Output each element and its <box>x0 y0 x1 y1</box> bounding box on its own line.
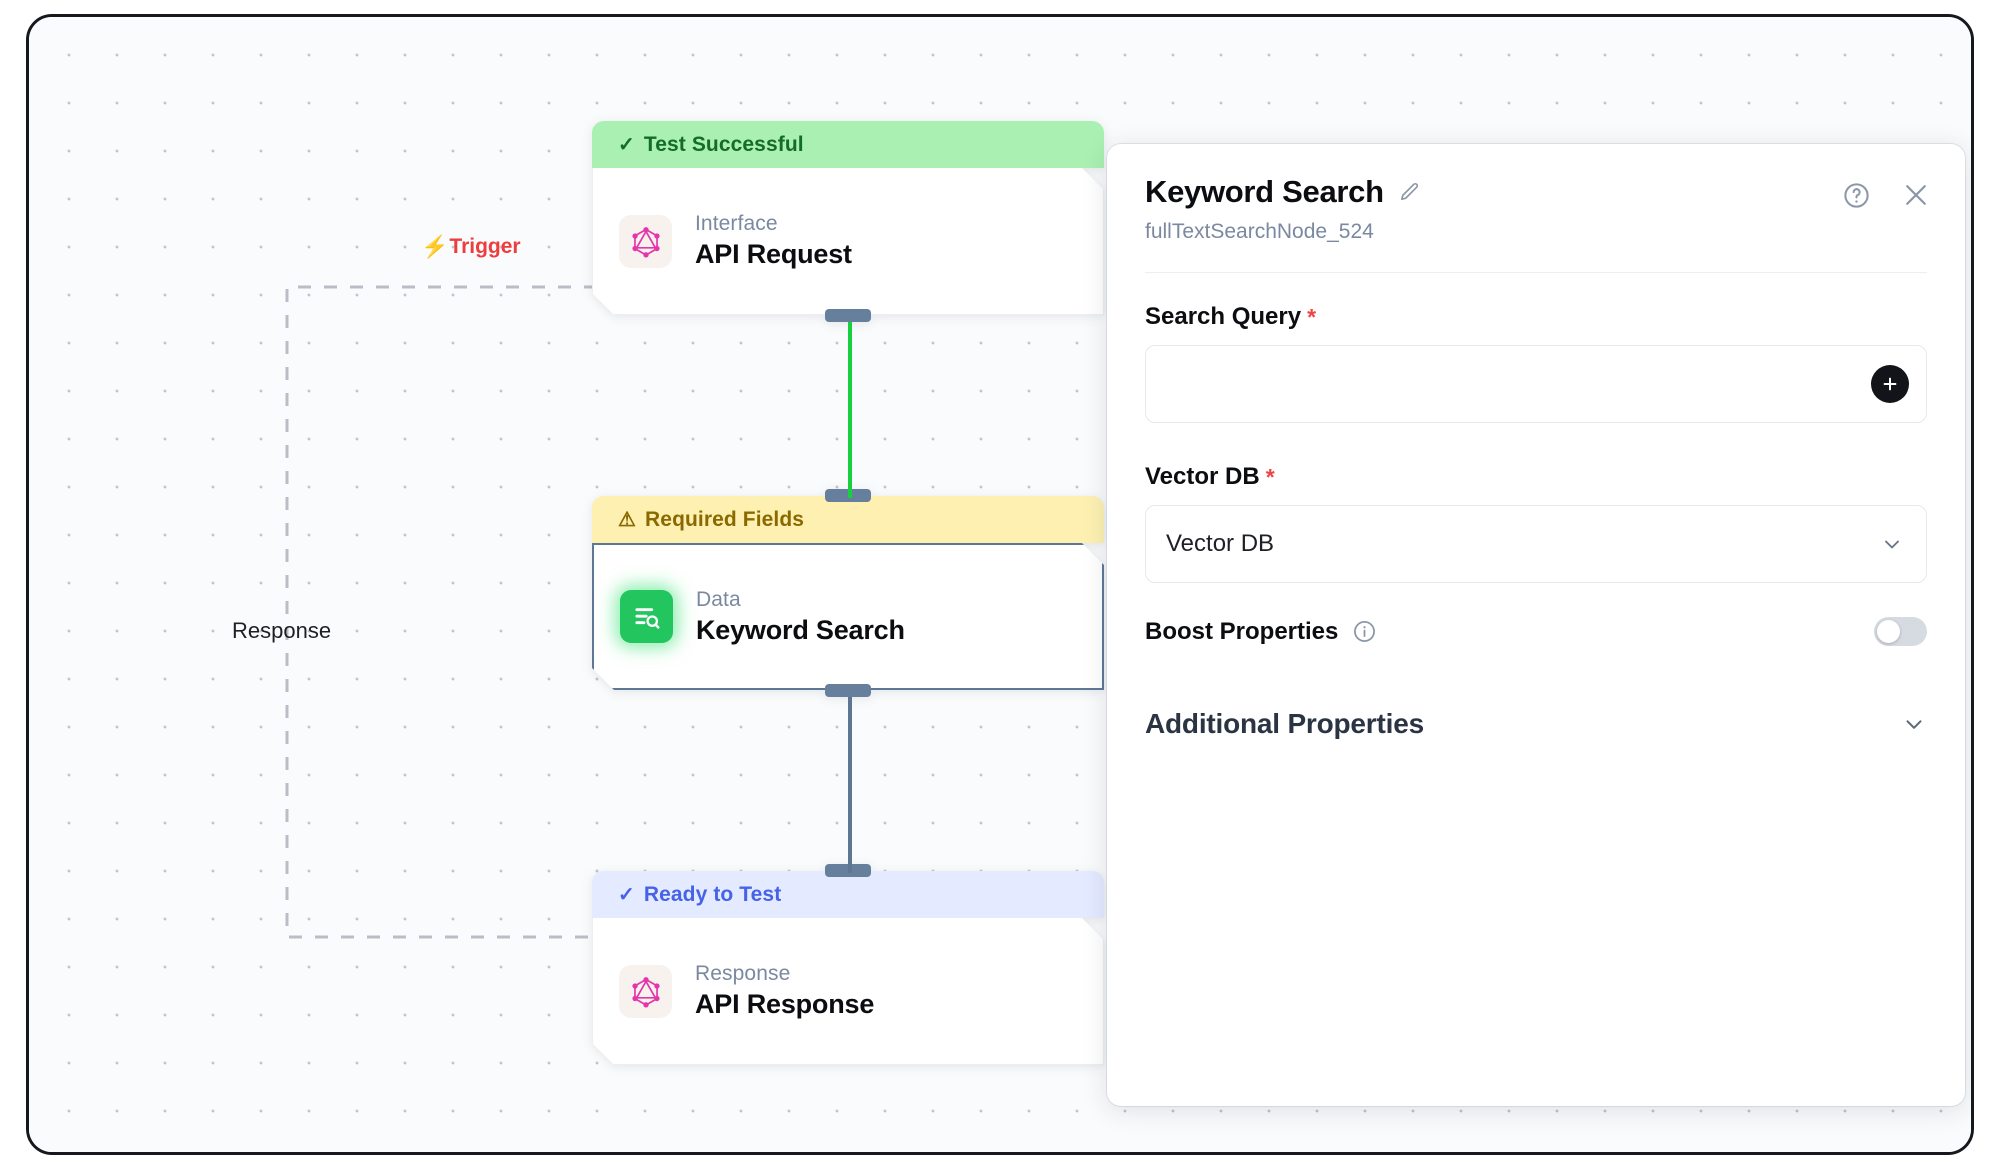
panel-header: Keyword Search fullTextSearchNode_524 <box>1107 144 1965 244</box>
vector-db-select[interactable]: Vector DB <box>1145 505 1927 583</box>
panel-title: Keyword Search <box>1145 174 1384 209</box>
additional-properties-section[interactable]: Additional Properties <box>1145 708 1927 740</box>
node-kind: Response <box>695 962 791 985</box>
boost-properties-row: Boost Properties <box>1145 617 1927 646</box>
node-status-text: Ready to Test <box>643 882 782 906</box>
chevron-down-icon[interactable] <box>1880 532 1904 556</box>
node-body[interactable]: Response API Response <box>592 918 1104 1065</box>
search-query-label: Search Query * <box>1145 303 1317 330</box>
response-label: Response <box>232 618 332 643</box>
search-query-field[interactable] <box>1145 345 1927 423</box>
data-search-icon <box>620 590 673 643</box>
boost-properties-label: Boost Properties <box>1145 618 1377 646</box>
node-status-text: Test Successful <box>643 132 804 156</box>
additional-properties-title: Additional Properties <box>1145 708 1424 739</box>
chevron-down-icon[interactable] <box>1901 711 1927 737</box>
search-query-input[interactable] <box>1146 346 1926 422</box>
pencil-icon[interactable] <box>1398 181 1421 204</box>
bolt-icon: ⚡ <box>421 234 449 259</box>
panel-divider <box>1145 272 1927 273</box>
node-body[interactable]: Interface API Request <box>592 168 1104 315</box>
add-search-query-button[interactable] <box>1871 365 1909 403</box>
check-icon: ✓ <box>618 133 635 156</box>
info-circle-icon[interactable] <box>1352 619 1377 644</box>
toggle-knob <box>1877 620 1900 643</box>
trigger-label-text: Trigger <box>449 235 521 258</box>
node-title: Keyword Search <box>696 614 905 645</box>
node-status-banner: ✓ Test Successful <box>592 121 1104 168</box>
node-properties-panel: Keyword Search fullTextSearchNode_524 <box>1107 144 1965 1106</box>
edge-api-request-to-keyword-search <box>848 322 852 498</box>
check-icon: ✓ <box>618 883 635 906</box>
flow-node-api-request[interactable]: ✓ Test Successful <box>592 121 1104 322</box>
vector-db-label: Vector DB * <box>1145 463 1275 490</box>
app-window: ⚡ Trigger Response ✓ Test Successful <box>26 14 1974 1155</box>
flow-node-api-response[interactable]: ✓ Ready to Test <box>592 864 1104 1065</box>
node-status-banner: ⚠ Required Fields <box>592 496 1104 543</box>
node-title: API Response <box>695 989 875 1019</box>
vector-db-selected-value: Vector DB <box>1166 530 1275 557</box>
node-title: API Request <box>695 239 852 269</box>
node-body[interactable]: Data Keyword Search <box>592 543 1104 690</box>
panel-subtitle: fullTextSearchNode_524 <box>1145 220 1374 243</box>
required-marker: * <box>1307 303 1317 330</box>
panel-form: Search Query * Vector DB * <box>1107 273 1965 740</box>
flow-canvas[interactable]: ⚡ Trigger Response ✓ Test Successful <box>29 17 1971 1152</box>
warning-triangle-icon: ⚠ <box>618 508 637 531</box>
required-marker: * <box>1265 463 1275 490</box>
node-output-handle[interactable] <box>825 684 871 697</box>
graphql-icon <box>619 965 672 1018</box>
trigger-label: ⚡ Trigger <box>421 235 521 259</box>
graphql-icon <box>619 215 672 268</box>
node-status-banner: ✓ Ready to Test <box>592 871 1104 918</box>
node-status-text: Required Fields <box>645 507 805 531</box>
flow-node-keyword-search[interactable]: ⚠ Required Fields Data <box>592 489 1104 697</box>
node-kind: Data <box>696 587 741 611</box>
close-icon[interactable] <box>1901 180 1931 210</box>
edge-keyword-search-to-api-response <box>848 697 852 873</box>
boost-properties-toggle[interactable] <box>1874 617 1927 646</box>
node-kind: Interface <box>695 212 778 235</box>
node-output-handle[interactable] <box>825 309 871 322</box>
help-circle-icon[interactable] <box>1842 181 1871 210</box>
